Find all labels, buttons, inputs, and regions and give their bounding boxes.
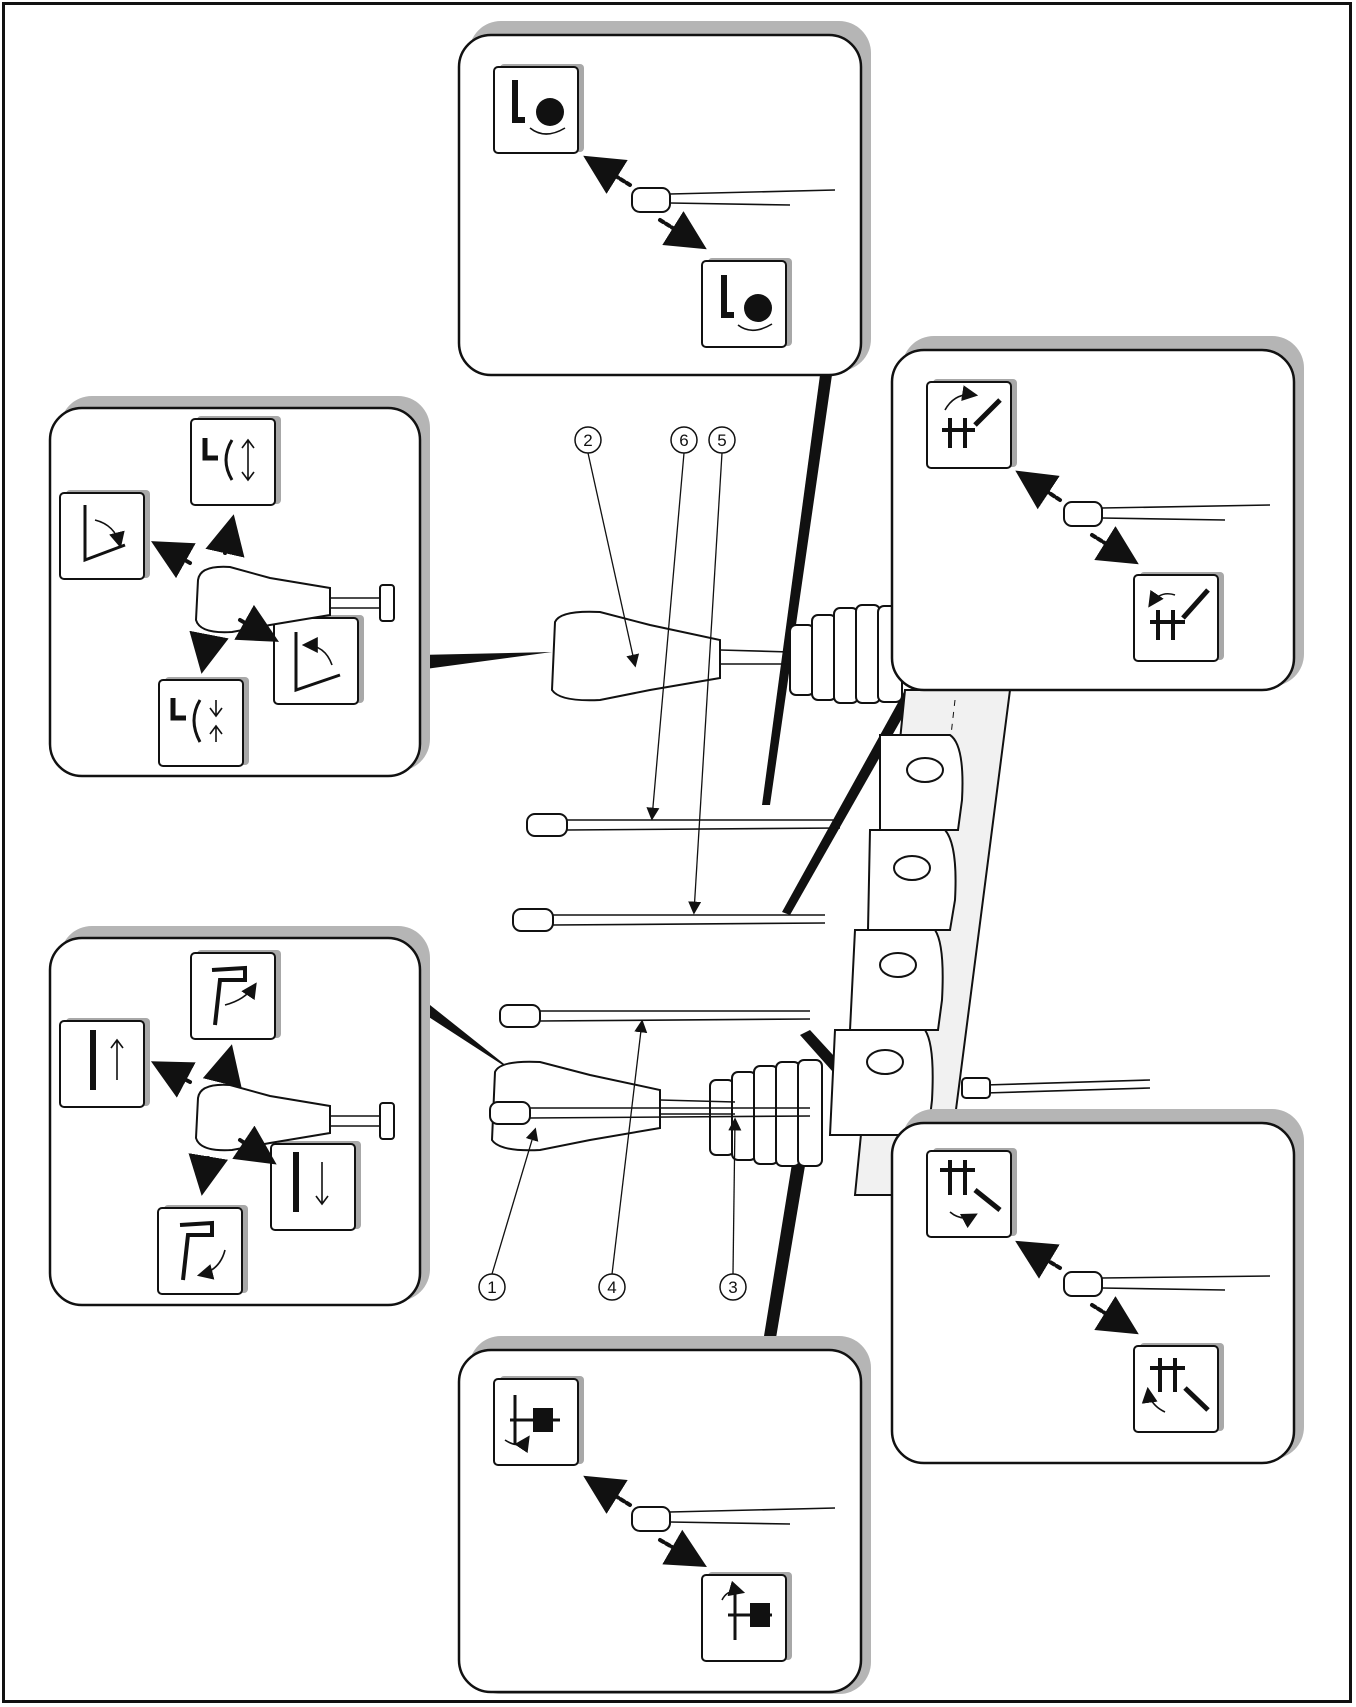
clamp-rotate-down-icon [702,1572,792,1661]
lever-6 [527,814,840,836]
valve-block-2 [868,830,956,930]
clamp-rotate-up-icon [494,1376,584,1465]
panel-left-upper [50,396,430,776]
leader-bottom-panel [764,1145,808,1338]
lever-2-joystick [552,612,790,701]
callout-4: 4 [599,1022,642,1300]
valve-block-3 [850,930,943,1030]
fork-tilt-forward-icon [1134,572,1224,661]
valve-block-1 [880,735,963,830]
bellows-upper [790,605,902,703]
boom-raise-icon [274,615,364,704]
panel-top [459,21,871,375]
panel-top-right [892,336,1304,690]
panel-leaders [418,375,918,1338]
tilt-rotate-up-icon [494,64,584,153]
panel-bottom-right [892,1109,1304,1463]
boom-curl-icon [191,950,281,1039]
svg-text:5: 5 [717,431,726,450]
callouts: 2 6 5 1 4 3 [479,427,746,1300]
boom-lower-icon [60,490,150,579]
svg-text:4: 4 [607,1278,616,1297]
boom-dump-icon [158,1205,248,1294]
panel-bottom [459,1336,871,1694]
lift-down-icon [271,1141,361,1230]
lift-up-icon [60,1018,150,1107]
bucket-up-down-icon [191,416,281,505]
fork-rotate-right-icon [1134,1343,1224,1432]
callout-6: 6 [652,427,697,818]
leader-left-upper-panel [418,652,552,670]
svg-text:3: 3 [728,1278,737,1297]
svg-text:2: 2 [583,431,592,450]
svg-text:6: 6 [679,431,688,450]
lever-5 [513,909,825,931]
svg-text:1: 1 [487,1278,496,1297]
callout-1: 1 [479,1130,535,1300]
leader-top-panel [762,375,832,805]
bucket-float-icon [159,677,249,766]
valve-bank [710,605,1150,1195]
fork-rotate-left-icon [927,1148,1017,1237]
panel-left-lower [50,926,430,1305]
tilt-rotate-down-icon [702,258,792,347]
fork-tilt-back-icon [927,379,1017,468]
bellows-lower [710,1060,822,1166]
lever-4 [500,1005,810,1027]
